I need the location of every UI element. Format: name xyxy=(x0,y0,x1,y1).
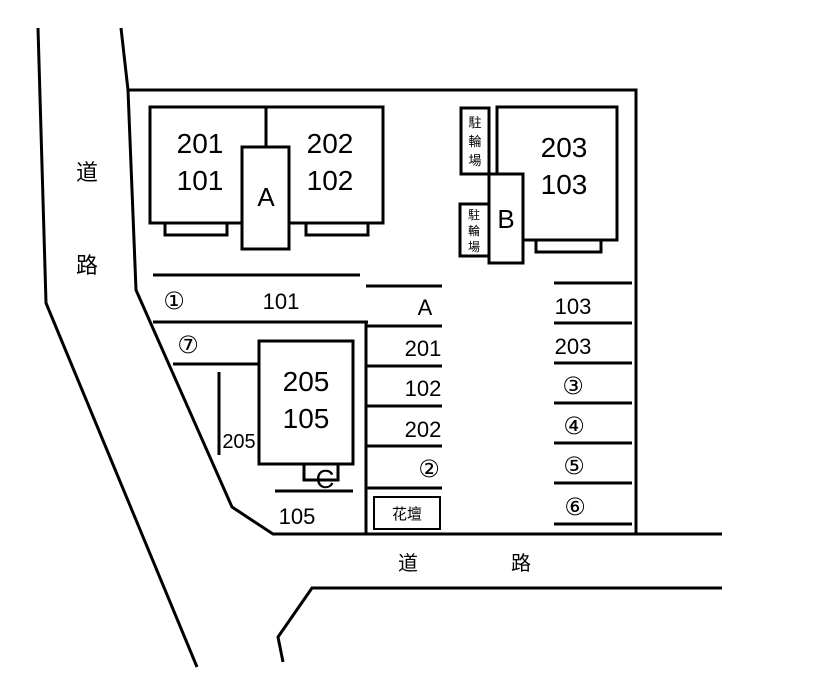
balcony xyxy=(304,221,370,237)
parking-label-103: 103 xyxy=(555,294,592,319)
svg-text:場: 場 xyxy=(468,240,480,254)
road-labels: 道 路 道 路 xyxy=(76,161,531,575)
unit-label-202: 202 xyxy=(307,128,354,159)
svg-text:輪: 輪 xyxy=(468,134,481,150)
parking-label-101: 101 xyxy=(263,289,300,314)
unit-label-205: 205 xyxy=(283,366,330,397)
building-201-101: 201 101 xyxy=(148,105,268,237)
balcony xyxy=(534,238,603,254)
left-road-inner-edge xyxy=(126,89,722,536)
building-205-105: 205 105 xyxy=(257,339,355,466)
unit-label-102: 102 xyxy=(307,165,354,196)
parking-label-3: ③ xyxy=(562,372,584,400)
balcony xyxy=(163,221,229,237)
svg-text:駐: 駐 xyxy=(468,207,480,222)
unit-label-203: 203 xyxy=(541,132,588,163)
unit-label-101: 101 xyxy=(177,165,224,196)
svg-text:駐: 駐 xyxy=(468,116,481,131)
stair-b: B xyxy=(487,172,525,265)
parking-label-202: 202 xyxy=(405,417,442,442)
parking-label-7: ⑦ xyxy=(177,331,199,359)
svg-text:場: 場 xyxy=(468,154,481,169)
parking-label-205: 205 xyxy=(222,431,255,453)
left-road-label-2: 路 xyxy=(76,254,98,279)
parking-label-105: 105 xyxy=(279,504,316,529)
flower-bed-label: 花壇 xyxy=(392,505,422,523)
parking-label-203: 203 xyxy=(555,334,592,359)
stair-a-label: A xyxy=(257,182,275,212)
parking-label-2: ② xyxy=(418,455,440,483)
parking-label-201: 201 xyxy=(405,336,442,361)
stair-b-label: B xyxy=(497,204,514,234)
parking-label-102: 102 xyxy=(405,376,442,401)
parking-label-1: ① xyxy=(163,287,185,315)
road-outline xyxy=(36,27,722,668)
left-road-outer-edge xyxy=(36,27,199,668)
bottom-road-lower-edge xyxy=(276,586,722,663)
stair-a: A xyxy=(240,145,291,251)
svg-text:輪: 輪 xyxy=(468,223,480,238)
unit-label-105: 105 xyxy=(283,403,330,434)
unit-label-201: 201 xyxy=(177,128,224,159)
parking-label-6: ⑥ xyxy=(564,493,586,521)
bike-parking-lower: 駐 輪 場 xyxy=(458,202,491,258)
bike-parking-upper: 駐 輪 場 xyxy=(459,106,491,176)
parking-label-4: ④ xyxy=(563,412,585,440)
bottom-road-label-1: 道 xyxy=(398,551,418,575)
parking-label-5: ⑤ xyxy=(563,452,585,480)
parking-lines xyxy=(153,273,632,534)
left-road-label-1: 道 xyxy=(76,161,98,186)
parking-label-a: A xyxy=(418,295,433,320)
flower-bed: 花壇 xyxy=(373,496,441,530)
unit-label-103: 103 xyxy=(541,169,588,200)
stair-c: C xyxy=(302,464,340,494)
parking-labels: ① 101 ⑦ 205 105 A 201 102 202 ② 103 203 … xyxy=(163,287,591,529)
bottom-road-label-2: 路 xyxy=(511,551,531,575)
stair-c-label: C xyxy=(316,464,335,494)
property-boundary xyxy=(119,27,638,534)
